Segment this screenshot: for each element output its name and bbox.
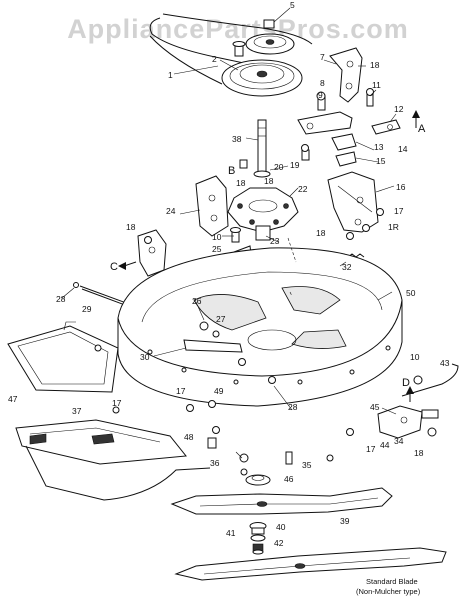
callout-18e: 18 <box>126 222 136 232</box>
callout-17a: 17 <box>394 206 404 216</box>
blade-caption-line2: (Non-Mulcher type) <box>356 587 421 596</box>
callout-29: 29 <box>82 304 92 314</box>
pivot-bracket-16 <box>327 171 379 233</box>
callout-2: 2 <box>212 54 217 64</box>
callout-labels: 1 2 5 7 8 9 10 11 12 13 14 15 16 17 17 1… <box>8 0 450 548</box>
callout-9: 9 <box>318 90 323 100</box>
callout-22: 22 <box>298 184 308 194</box>
drive-belt <box>149 13 313 85</box>
mulcher-deflector-37 <box>15 419 211 501</box>
callout-18f: 18 <box>414 448 424 458</box>
callout-50: 50 <box>406 288 416 298</box>
callout-42: 42 <box>274 538 284 548</box>
callout-44: 44 <box>380 440 390 450</box>
bolt-part-10 <box>230 227 241 243</box>
callout-37: 37 <box>72 406 82 416</box>
idler-bracket-7 <box>329 47 363 103</box>
bracket-13-15 <box>301 133 357 167</box>
callout-32: 32 <box>342 262 352 272</box>
callout-18g: 18 <box>236 178 246 188</box>
callout-1: 1 <box>168 70 173 80</box>
callout-46: 46 <box>284 474 294 484</box>
callout-17b: 17 <box>176 386 186 396</box>
callout-28a: 28 <box>56 294 66 304</box>
ref-letter-C: C <box>110 261 118 273</box>
adjuster-bracket-34 <box>377 405 439 439</box>
blade-adapter-46 <box>245 474 271 486</box>
engine-pulley <box>221 59 303 97</box>
callout-7: 7 <box>320 52 325 62</box>
mulcher-blade-39 <box>170 487 393 515</box>
callout-18a: 18 <box>370 60 380 70</box>
callout-12: 12 <box>394 104 404 114</box>
callout-24: 24 <box>166 206 176 216</box>
callout-28b: 28 <box>288 402 298 412</box>
idler-arm <box>297 91 353 135</box>
callout-17d: 17 <box>366 444 376 454</box>
callout-30: 30 <box>140 352 150 362</box>
callout-45: 45 <box>370 402 380 412</box>
blade-caption: Standard Blade (Non-Mulcher type) <box>356 577 421 596</box>
callout-8: 8 <box>320 78 325 88</box>
callout-13: 13 <box>374 142 384 152</box>
callout-43: 43 <box>440 358 450 368</box>
watermark: AppliancePartsPros.com <box>67 14 409 44</box>
callout-49: 49 <box>214 386 224 396</box>
standard-blade <box>174 547 447 581</box>
callout-48: 48 <box>184 432 194 442</box>
height-adjust-rod-43 <box>401 363 459 397</box>
callout-18c: 18 <box>316 228 326 238</box>
callout-15: 15 <box>376 156 386 166</box>
blade-bolt-stack <box>249 522 267 555</box>
callout-34: 34 <box>394 436 404 446</box>
callout-25: 25 <box>212 244 222 254</box>
ref-letter-A: A <box>418 123 426 135</box>
callout-11: 11 <box>372 80 381 90</box>
discharge-chute-47 <box>7 321 119 393</box>
arrow-D <box>406 386 414 402</box>
callout-5: 5 <box>290 0 295 10</box>
reference-letters: A B C D <box>110 123 426 389</box>
ref-letter-B: B <box>228 165 235 177</box>
callout-27: 27 <box>216 314 226 324</box>
callout-16: 16 <box>396 182 406 192</box>
arrow-A <box>412 110 420 128</box>
callout-39: 39 <box>340 516 350 526</box>
callout-14: 14 <box>398 144 408 154</box>
callout-38: 38 <box>232 134 242 144</box>
linkage-30 <box>183 321 276 384</box>
spring-link-12 <box>366 88 401 135</box>
spindle-shaft-38 <box>253 119 271 178</box>
callout-20: 20 <box>274 162 284 172</box>
callout-41: 41 <box>226 528 236 538</box>
bolt-part-8 <box>232 41 246 57</box>
callout-36: 36 <box>210 458 220 468</box>
mount-bracket-24 <box>195 159 248 237</box>
leader-lines <box>61 7 397 459</box>
callout-10b: 10 <box>410 352 420 362</box>
callout-19: 19 <box>290 160 300 170</box>
callout-23: 23 <box>270 236 280 246</box>
ref-letter-D: D <box>402 377 410 389</box>
hardware-bracket-16 <box>346 208 384 240</box>
mower-deck-housing <box>117 237 403 407</box>
callout-18d: 1R <box>388 222 399 232</box>
mount-bracket-C <box>118 229 167 277</box>
blade-caption-line1: Standard Blade <box>366 577 418 586</box>
idler-pulley-top <box>245 19 295 55</box>
callout-18b: 18 <box>264 176 274 186</box>
callout-17c: 17 <box>112 398 122 408</box>
callout-35: 35 <box>302 460 312 470</box>
callout-47: 47 <box>8 394 18 404</box>
callout-26: 26 <box>192 296 202 306</box>
callout-10: 10 <box>212 232 222 242</box>
deck-hardware <box>112 400 354 476</box>
callout-40: 40 <box>276 522 286 532</box>
